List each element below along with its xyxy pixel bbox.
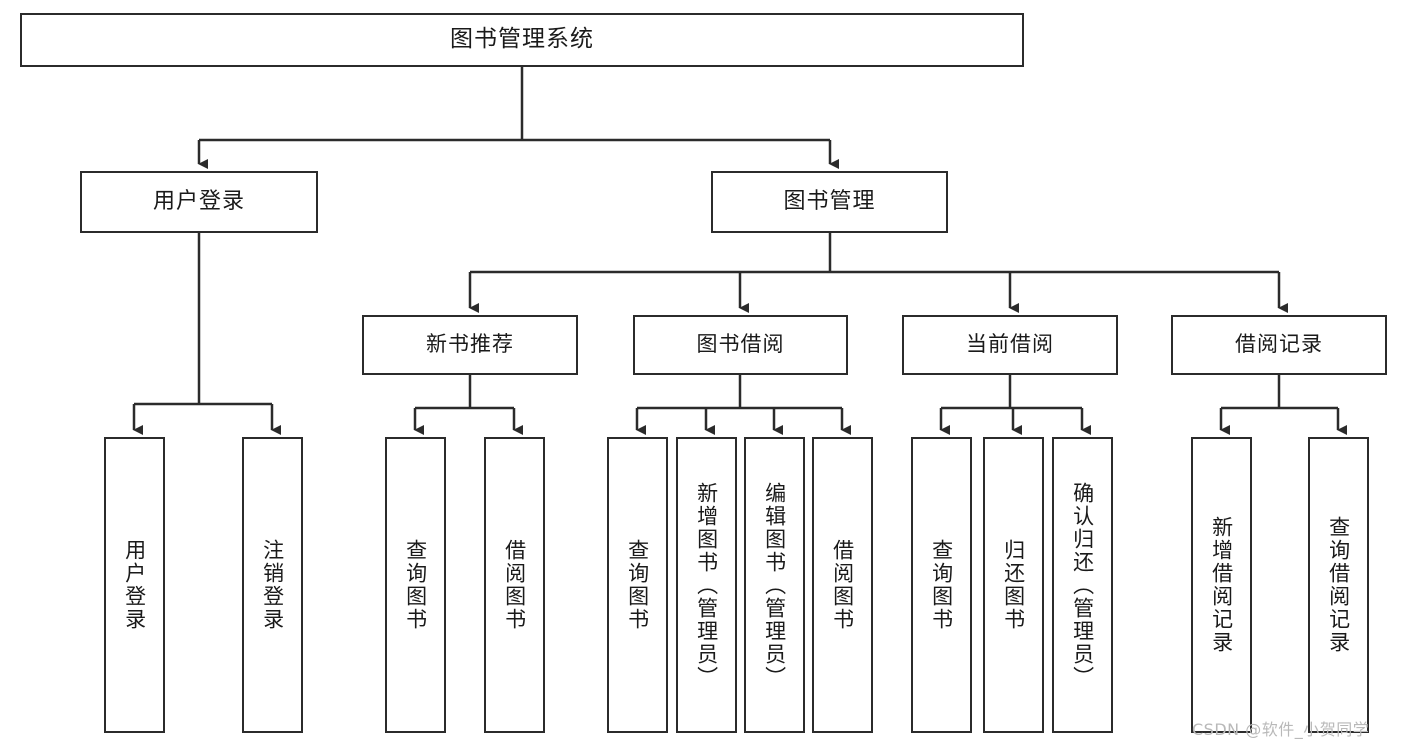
node-user-login[interactable]: 用户登录 (80, 171, 318, 233)
node-current-borrow[interactable]: 当前借阅 (902, 315, 1118, 375)
node-book-borrow-label: 图书借阅 (696, 332, 785, 357)
leaf-query-record[interactable]: 查询借阅记录 (1308, 437, 1369, 733)
leaf-borrow-book-label: 借阅图书 (830, 539, 855, 631)
node-book-management[interactable]: 图书管理 (711, 171, 948, 233)
leaf-query-book-rec[interactable]: 查询图书 (385, 437, 446, 733)
leaf-user-login[interactable]: 用户登录 (104, 437, 165, 733)
leaf-query-book-current-label: 查询图书 (929, 539, 954, 631)
leaf-user-logout-label: 注销登录 (260, 539, 285, 631)
leaf-confirm-return-label: 确认归还（管理员） (1070, 481, 1095, 689)
leaf-user-login-label: 用户登录 (122, 539, 147, 631)
node-current-borrow-label: 当前借阅 (966, 332, 1054, 357)
node-new-book-recommend-label: 新书推荐 (426, 332, 514, 357)
leaf-return-book[interactable]: 归还图书 (983, 437, 1044, 733)
leaf-query-record-label: 查询借阅记录 (1326, 516, 1351, 654)
node-borrow-record-label: 借阅记录 (1235, 332, 1323, 357)
node-user-login-label: 用户登录 (152, 188, 245, 214)
leaf-borrow-book-rec[interactable]: 借阅图书 (484, 437, 545, 733)
leaf-add-record-label: 新增借阅记录 (1209, 516, 1234, 654)
leaf-add-book[interactable]: 新增图书（管理员） (676, 437, 737, 733)
leaf-borrow-book[interactable]: 借阅图书 (812, 437, 873, 733)
leaf-edit-book-label: 编辑图书（管理员） (762, 481, 787, 689)
node-root-label: 图书管理系统 (450, 26, 594, 53)
node-borrow-record[interactable]: 借阅记录 (1171, 315, 1387, 375)
leaf-user-logout[interactable]: 注销登录 (242, 437, 303, 733)
node-book-borrow[interactable]: 图书借阅 (633, 315, 848, 375)
leaf-confirm-return[interactable]: 确认归还（管理员） (1052, 437, 1113, 733)
leaf-query-book-borrow[interactable]: 查询图书 (607, 437, 668, 733)
node-new-book-recommend[interactable]: 新书推荐 (362, 315, 578, 375)
leaf-query-book-current[interactable]: 查询图书 (911, 437, 972, 733)
leaf-query-book-borrow-label: 查询图书 (625, 539, 650, 631)
leaf-query-book-rec-label: 查询图书 (403, 539, 428, 631)
leaf-add-record[interactable]: 新增借阅记录 (1191, 437, 1252, 733)
leaf-return-book-label: 归还图书 (1001, 539, 1026, 631)
watermark: CSDN @软件_小贺同学 (1192, 720, 1370, 739)
leaf-edit-book[interactable]: 编辑图书（管理员） (744, 437, 805, 733)
node-book-management-label: 图书管理 (783, 188, 876, 214)
leaf-add-book-label: 新增图书（管理员） (694, 481, 719, 689)
leaf-borrow-book-rec-label: 借阅图书 (502, 539, 527, 631)
node-root[interactable]: 图书管理系统 (20, 13, 1024, 67)
